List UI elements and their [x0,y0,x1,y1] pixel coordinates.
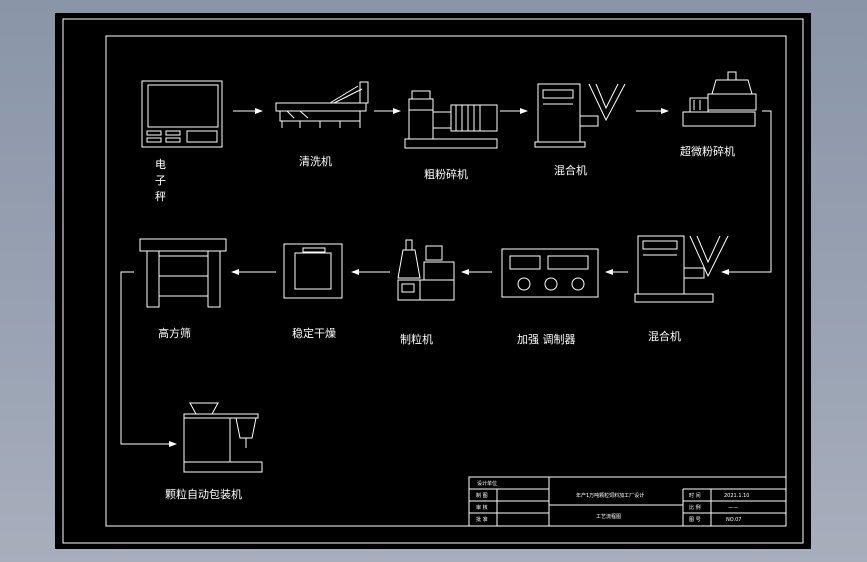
label-coarse-crusher: 粗粉碎机 [424,167,468,181]
label-auto-packer: 颗粒自动包装机 [165,487,242,501]
inner-frame [105,35,787,527]
tb-project: 年产1万吨颗粒饲料加工厂设计 [576,492,644,499]
coarse-crusher-icon [404,90,498,149]
dryer-icon [283,243,343,299]
tb-no-value: NO.07 [726,517,741,523]
tb-drawn-by: 制 图 [476,492,488,499]
ultrafine-crusher-icon [682,71,757,127]
label-washer: 清洗机 [299,154,332,168]
auto-packer-icon [183,402,263,473]
tb-scale-value: —— [728,505,738,511]
title-block [468,476,787,527]
outer-frame [62,18,804,544]
label-scale-line3: 秤 [155,190,166,203]
label-dryer: 稳定干燥 [292,326,336,340]
sieve-icon [139,238,227,308]
tb-checked-by: 审 核 [476,504,488,511]
tb-date-label: 时 间 [689,492,701,499]
mixer-2-icon [634,235,729,303]
tb-date-value: 2021.1.10 [724,493,749,499]
tb-scale-label: 比 例 [689,504,701,511]
tb-no-label: 图 号 [689,517,701,523]
mixer-1-icon [534,83,626,148]
conditioner-icon [501,248,599,298]
tb-drawing: 工艺流程图 [596,513,621,520]
tb-design-unit: 设计单位 [477,480,497,487]
label-granulator: 制粒机 [400,332,433,346]
granulator-icon [397,239,455,301]
drawing-background [55,13,811,549]
label-scale-line2: 子 [155,174,166,187]
flow-arrows [120,108,772,447]
label-ultrafine-crusher: 超微粉碎机 [680,144,735,158]
label-sieve: 高方筛 [158,326,191,340]
washer-icon [275,81,369,128]
label-mixer-2: 混合机 [648,329,681,343]
tb-approved-by: 批 准 [476,516,488,523]
label-mixer-1: 混合机 [554,163,587,177]
label-scale-line1: 电 [155,158,166,171]
label-conditioner: 加强 调制器 [517,333,576,346]
electronic-scale-icon [141,80,223,148]
